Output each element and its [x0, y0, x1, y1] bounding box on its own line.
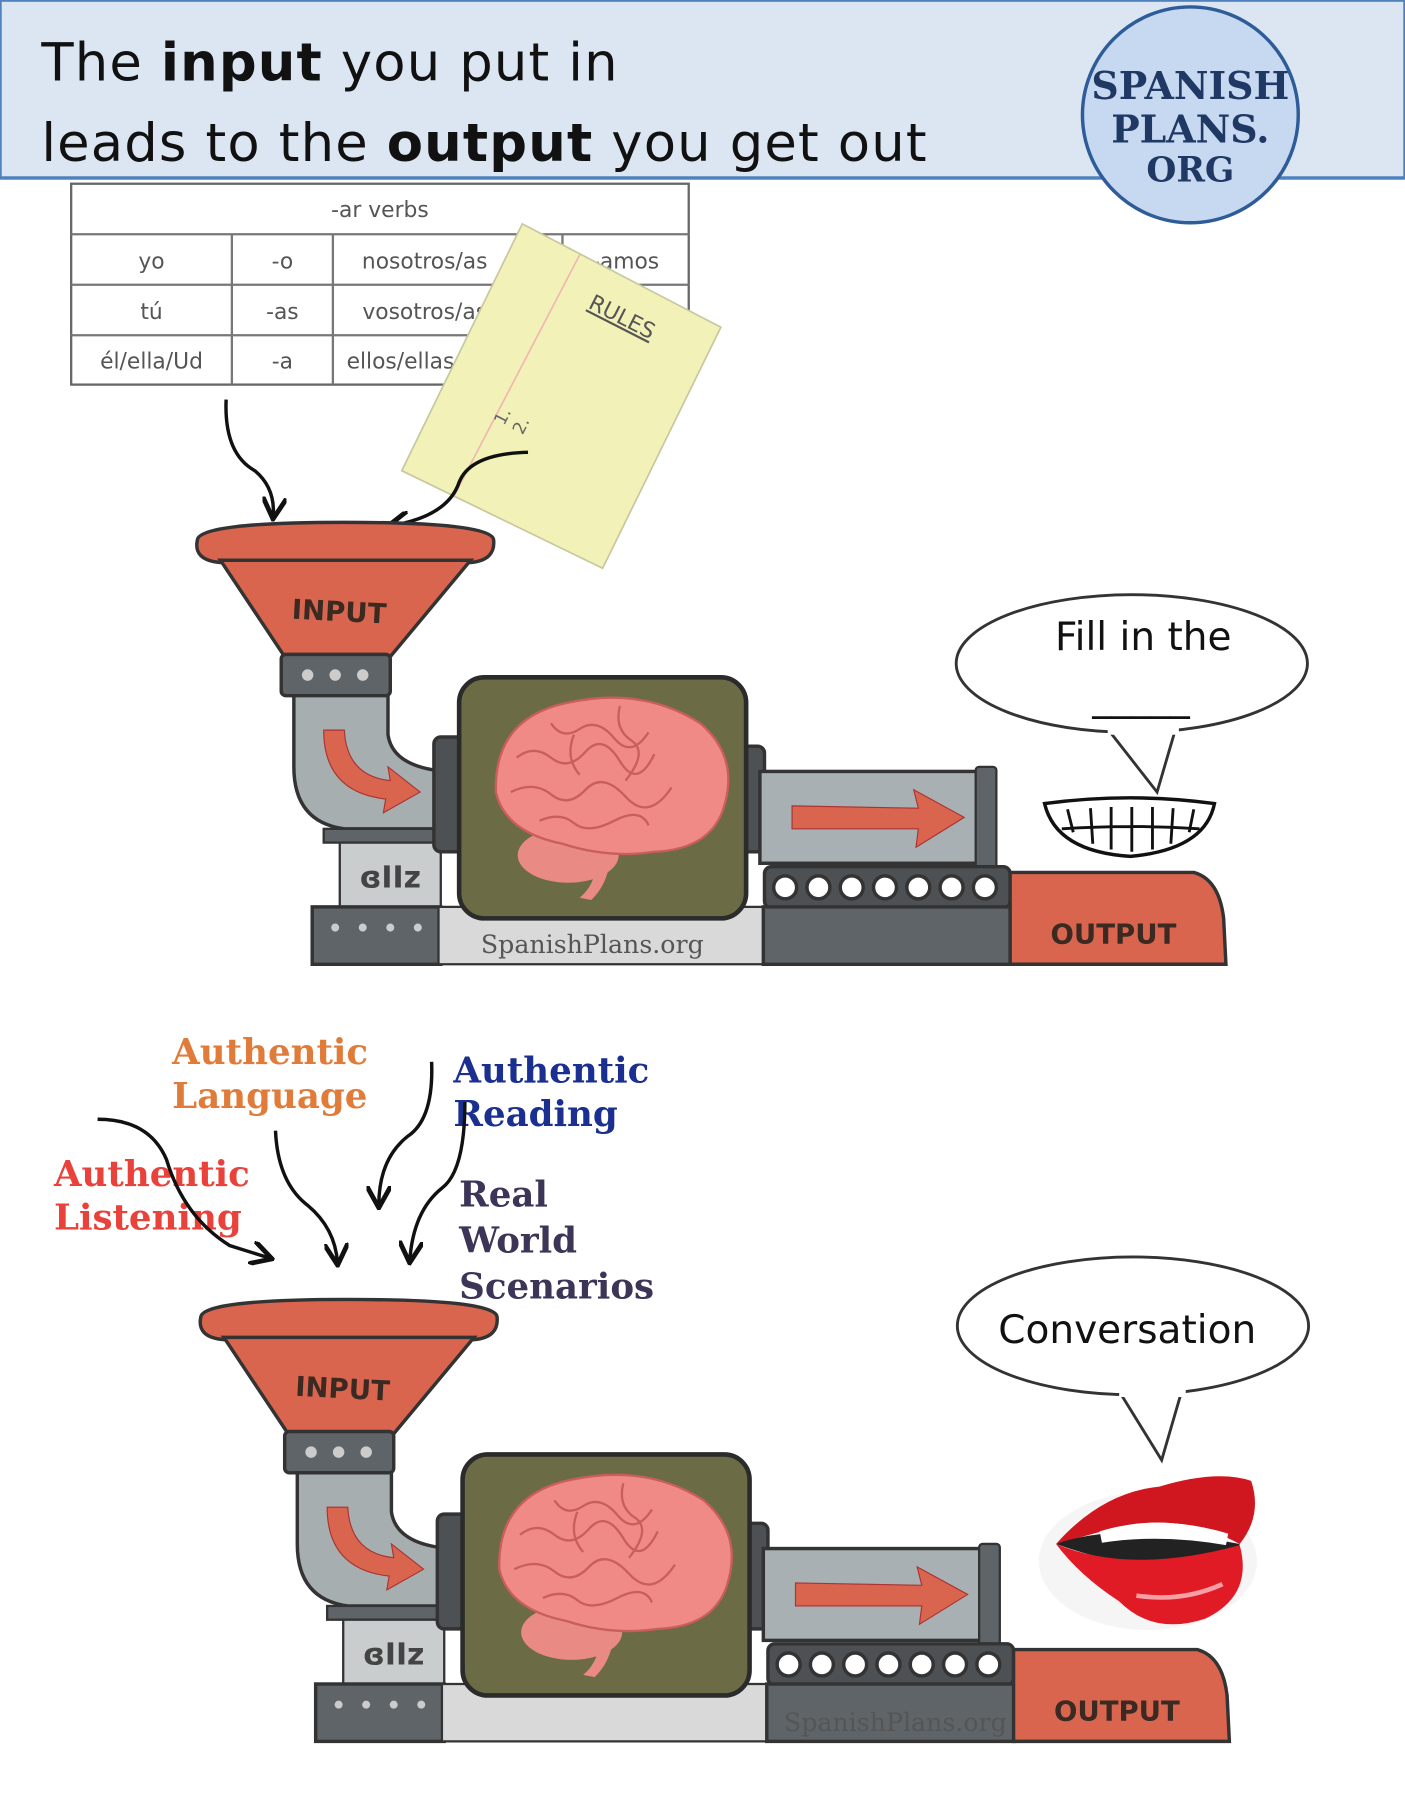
svg-text:vosotros/as: vosotros/as — [362, 300, 487, 325]
speech-bubble: Fill in the _____ — [954, 593, 1309, 796]
source-authentic-reading: Authentic Reading — [452, 1051, 649, 1136]
input-label: INPUT — [294, 1371, 390, 1408]
arrow-icon — [224, 399, 273, 517]
title-line-1: The input you put in — [40, 32, 618, 93]
watermark: SpanishPlans.org — [481, 930, 704, 959]
svg-text:World: World — [458, 1220, 577, 1261]
input-label: INPUT — [291, 594, 387, 631]
svg-text:SPANISH: SPANISH — [1091, 63, 1289, 108]
svg-text:-a: -a — [272, 350, 293, 375]
svg-text:_____: _____ — [1091, 674, 1190, 719]
logo: SPANISH PLANS. ORG — [1080, 5, 1300, 225]
svg-text:ORG: ORG — [1146, 150, 1234, 190]
svg-text:él/ella/Ud: él/ella/Ud — [100, 350, 203, 375]
watermark: SpanishPlans.org — [784, 1708, 1007, 1737]
table-title: -ar verbs — [331, 198, 429, 223]
svg-text:tú: tú — [140, 300, 162, 325]
svg-text:Authentic: Authentic — [452, 1051, 649, 1092]
arrow-icon — [390, 450, 529, 525]
svg-text:Reading: Reading — [453, 1094, 618, 1135]
arrow-icon — [379, 1061, 434, 1205]
source-real-world-scenarios: Real World Scenarios — [458, 1174, 654, 1307]
svg-text:Real: Real — [459, 1174, 548, 1215]
arrow-icon — [410, 1102, 467, 1260]
title-line-2: leads to the output you get out — [41, 113, 927, 174]
svg-text:Scenarios: Scenarios — [459, 1266, 654, 1307]
svg-text:-as: -as — [266, 300, 299, 325]
source-authentic-language: Authentic Language — [171, 1032, 368, 1117]
svg-text:-o: -o — [272, 250, 294, 275]
teeth-icon — [1042, 796, 1217, 859]
lips-icon — [1038, 1476, 1257, 1631]
arrow-icon — [273, 1130, 337, 1263]
svg-text:PLANS.: PLANS. — [1111, 106, 1269, 151]
svg-text:Fill in the: Fill in the — [1055, 615, 1232, 660]
source-authentic-listening: Authentic Listening — [53, 1154, 250, 1239]
output-label: OUTPUT — [1054, 1696, 1180, 1728]
speech-bubble: Conversation — [955, 1255, 1311, 1464]
svg-text:yo: yo — [138, 250, 164, 275]
svg-text:2.: 2. — [509, 414, 534, 438]
arrow-icon — [97, 1117, 270, 1258]
svg-text:Conversation: Conversation — [998, 1308, 1256, 1353]
svg-text:1.: 1. — [491, 405, 516, 429]
svg-text:Authentic: Authentic — [53, 1154, 250, 1195]
svg-text:nosotros/as: nosotros/as — [362, 250, 488, 275]
rules-notepad: RULES 1. 2. — [400, 222, 723, 570]
output-label: OUTPUT — [1051, 919, 1177, 951]
machine-1 — [197, 522, 1226, 964]
svg-text:Authentic: Authentic — [171, 1032, 368, 1073]
svg-text:Language: Language — [172, 1076, 367, 1117]
